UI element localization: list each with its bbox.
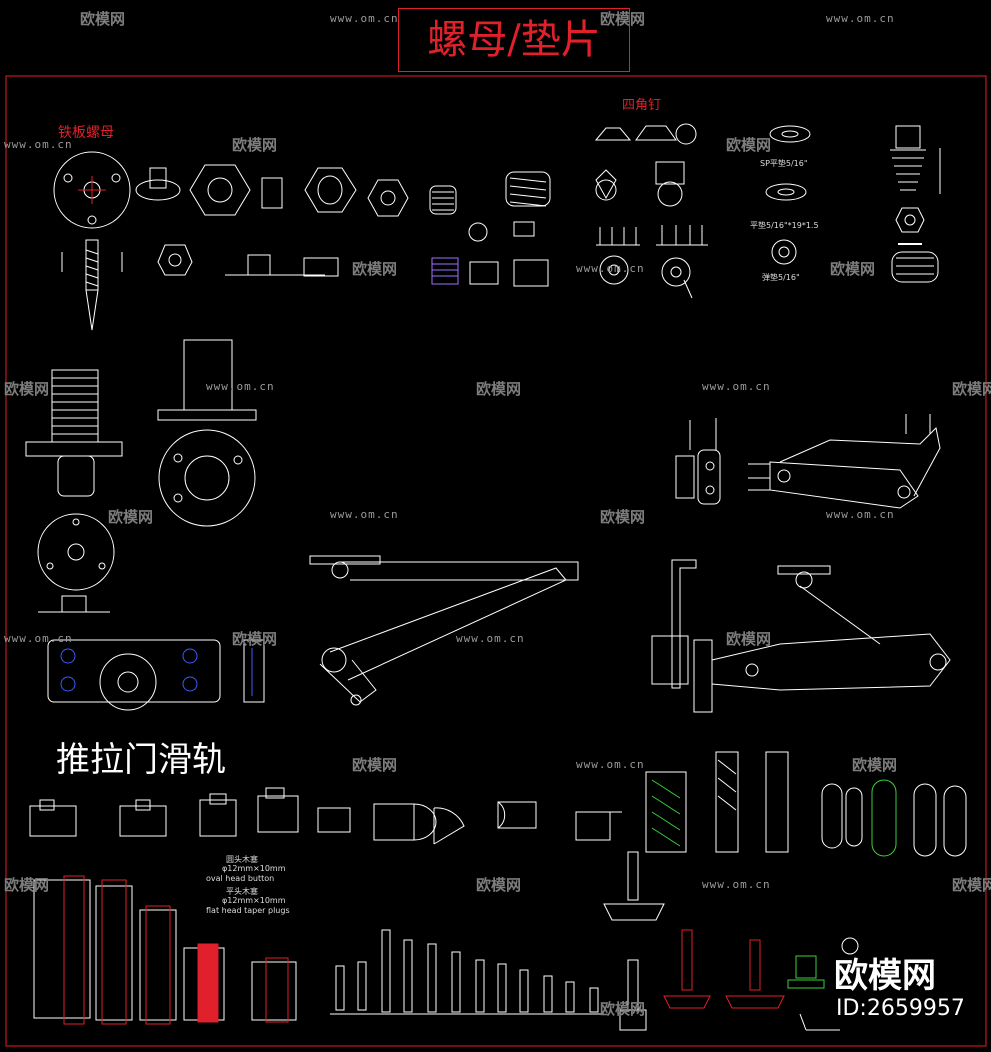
watermark-text: 欧模网 (108, 508, 154, 526)
flat-head-plug-en: flat head taper plugs (206, 906, 290, 915)
watermark-url: www.om.cn (330, 12, 399, 25)
connector-bolt-row (33, 875, 297, 1025)
small-hinge-drawing (675, 414, 941, 509)
watermark-text: 欧模网 (600, 10, 646, 28)
watermark-url: www.om.cn (826, 12, 895, 25)
flat-head-plug-cn: 平头木塞 (226, 887, 258, 896)
adjustable-foot-drawing (603, 851, 859, 1031)
drawing-title: 螺母/垫片 (398, 8, 630, 72)
watermark-text: 欧模网 (352, 756, 398, 774)
brand-logo-text: 欧模网 (834, 956, 936, 996)
watermark-text: 欧模网 (852, 756, 898, 774)
flat-head-plug-size: φ12mm×10mm (222, 896, 286, 905)
hex-nut-row (135, 164, 551, 287)
watermark-text: 欧模网 (600, 508, 646, 526)
watermark-text: 欧模网 (352, 260, 398, 278)
watermark-url: www.om.cn (702, 380, 771, 393)
lock-washer-label: 弹垫5/16" (762, 273, 800, 282)
dowel-pin-row (645, 751, 967, 857)
watermark-url: www.om.cn (4, 632, 73, 645)
watermark-url: www.om.cn (330, 508, 399, 521)
watermark-text: 欧模网 (726, 630, 772, 648)
watermark-url: www.om.cn (826, 508, 895, 521)
wood-plug-row (29, 787, 622, 845)
watermark-text: 欧模网 (952, 876, 991, 894)
threaded-insert-drawing (890, 125, 941, 283)
flange-and-connector-drawing (25, 339, 257, 613)
watermark-url: www.om.cn (206, 380, 275, 393)
lid-stay-arm-drawing (309, 555, 579, 706)
four-claw-nail-label: 四角钉 (622, 98, 662, 113)
watermark-text: 欧模网 (232, 136, 278, 154)
watermark-text: 欧模网 (476, 876, 522, 894)
iron-plate-nut-drawing (53, 151, 131, 331)
watermark-text: 欧模网 (600, 1000, 646, 1018)
drawing-frame (5, 75, 987, 1047)
watermark-text: 欧模网 (830, 260, 876, 278)
oval-head-plug-en: oval head button (206, 874, 275, 883)
watermark-url: www.om.cn (702, 878, 771, 891)
watermark-text: 欧模网 (4, 380, 50, 398)
brand-id: ID:2659957 (836, 996, 965, 1021)
watermark-text: 欧模网 (80, 10, 126, 28)
watermark-url: www.om.cn (576, 758, 645, 771)
oval-head-plug-size: φ12mm×10mm (222, 864, 286, 873)
watermark-text: 欧模网 (726, 136, 772, 154)
sp-washer-label: SP平垫5/16" (760, 159, 808, 168)
flat-washer-label: 平垫5/16"*19*1.5 (750, 221, 819, 230)
gas-spring-hinge-drawing (651, 559, 951, 713)
watermark-text: 欧模网 (4, 876, 50, 894)
iron-plate-nut-label: 铁板螺母 (58, 125, 114, 141)
oval-head-plug-cn: 圆头木塞 (226, 855, 258, 864)
watermark-url: www.om.cn (4, 138, 73, 151)
screw-row (330, 929, 604, 1015)
watermark-url: www.om.cn (456, 632, 525, 645)
watermark-text: 欧模网 (232, 630, 278, 648)
sliding-door-roller-drawing (47, 639, 265, 711)
four-claw-nail-drawing (594, 123, 708, 299)
watermark-url: www.om.cn (576, 262, 645, 275)
sliding-door-rail-label: 推拉门滑轨 (56, 740, 226, 780)
watermark-text: 欧模网 (476, 380, 522, 398)
washer-drawing (765, 125, 811, 265)
watermark-text: 欧模网 (952, 380, 991, 398)
